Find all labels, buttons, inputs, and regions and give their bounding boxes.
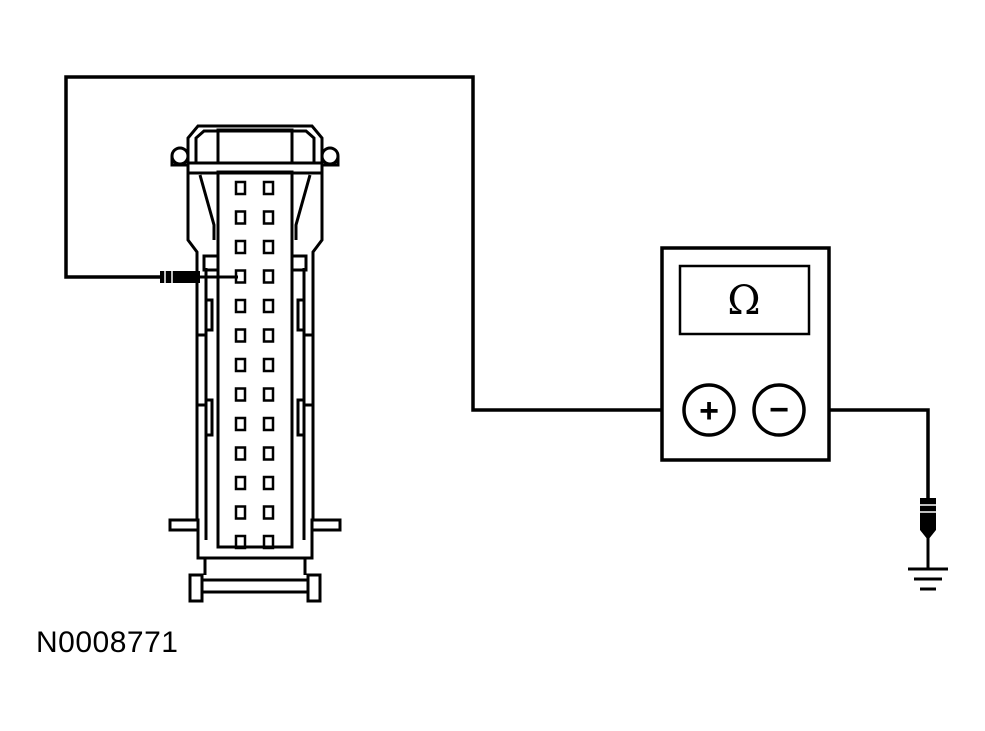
negative-terminal-label: − [769, 391, 789, 429]
pin-cavity [262, 505, 275, 520]
pin-cavity [262, 446, 275, 461]
pin-cavity [262, 387, 275, 402]
pin-cavity [234, 239, 247, 255]
pin-cavity [262, 298, 275, 314]
pin-cavity [234, 357, 247, 373]
ohm-symbol: Ω [727, 278, 760, 324]
pin-cavity [262, 357, 275, 373]
test-lead-wire [64, 75, 685, 412]
pin-cavity [262, 534, 275, 550]
pin-cavity [234, 387, 247, 402]
pin-cavities [234, 180, 275, 550]
pin-cavity [234, 328, 247, 343]
pin-cavity [262, 210, 275, 225]
ohmmeter-icon [660, 246, 831, 462]
pin-cavity [234, 475, 247, 491]
pin-cavity [262, 416, 275, 432]
pin-cavity [262, 269, 275, 284]
ground-lead-wire [803, 408, 930, 498]
pin-cavity [234, 446, 247, 461]
figure-id-label: N0008771 [36, 626, 179, 659]
pin-cavity [234, 416, 247, 432]
pin-cavity [234, 534, 247, 550]
pin-cavity [234, 210, 247, 225]
pin-cavity [262, 475, 275, 491]
pin-cavity [234, 298, 247, 314]
ground-probe-icon [920, 498, 936, 568]
test-probe-icon [160, 271, 238, 283]
pin-cavity [262, 180, 275, 196]
pin-cavity [262, 328, 275, 343]
connector-icon [168, 124, 342, 603]
pin-cavity [234, 505, 247, 520]
pin-cavity [262, 239, 275, 255]
pin-cavity [234, 180, 247, 196]
ground-symbol-icon [908, 567, 948, 591]
positive-terminal-label: + [699, 392, 719, 430]
